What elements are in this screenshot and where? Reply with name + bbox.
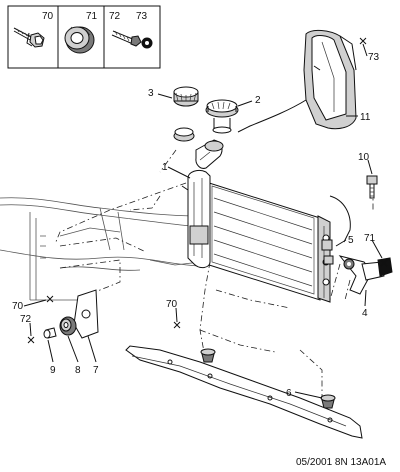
callout-7: 7 xyxy=(93,365,99,376)
radiator-core xyxy=(205,181,331,303)
lower-mount-left xyxy=(200,348,216,363)
callout-73: 73 xyxy=(368,52,380,63)
callout-3: 3 xyxy=(148,88,154,99)
mount-grommet xyxy=(59,316,77,336)
pressure-cap xyxy=(205,99,239,134)
inset-label-71: 71 xyxy=(86,11,98,22)
callout-8: 8 xyxy=(75,365,81,376)
callout-1: 1 xyxy=(162,162,168,173)
inset-label-70: 70 xyxy=(42,11,54,22)
fastener-inset: 70 71 72 73 xyxy=(7,5,161,69)
lower-crossmember xyxy=(125,345,363,439)
bolt-10-icon xyxy=(366,175,378,199)
vehicle-body-outline xyxy=(0,197,201,301)
callout-4: 4 xyxy=(362,308,368,319)
flange-bolt-icon xyxy=(13,27,45,48)
callout-70-center: 70 xyxy=(166,299,178,310)
callout-6: 6 xyxy=(286,388,292,399)
callout-leaders xyxy=(23,43,383,399)
air-deflector xyxy=(237,29,357,133)
callout-11: 11 xyxy=(360,112,371,123)
assembly-guide-lines xyxy=(54,149,374,400)
left-mount-bracket xyxy=(73,289,99,339)
callout-9: 9 xyxy=(50,365,56,376)
callout-10: 10 xyxy=(358,152,370,163)
callout-5: 5 xyxy=(348,235,354,246)
spacer-nut-icon xyxy=(64,26,95,54)
fastener-markers xyxy=(27,37,388,344)
inset-label-72: 72 xyxy=(109,11,121,22)
mount-spacer xyxy=(43,327,57,339)
cap-seal-ring xyxy=(173,127,195,142)
callout-labels: 3 2 1 11 10 73 5 71 4 70 72 70 9 8 7 6 xyxy=(12,52,380,399)
callout-2: 2 xyxy=(255,95,261,106)
callout-70-left: 70 xyxy=(12,301,24,312)
callout-72: 72 xyxy=(20,314,32,325)
expansion-tank xyxy=(181,139,224,269)
callout-71: 71 xyxy=(364,233,376,244)
filler-cap xyxy=(173,86,199,107)
screw-and-clip-icon xyxy=(111,30,153,49)
radiator-bracket xyxy=(321,195,393,295)
reference-code: 05/2001 8N 13A01A xyxy=(296,457,386,468)
lower-mount-right xyxy=(320,394,336,409)
inset-label-73: 73 xyxy=(136,11,148,22)
